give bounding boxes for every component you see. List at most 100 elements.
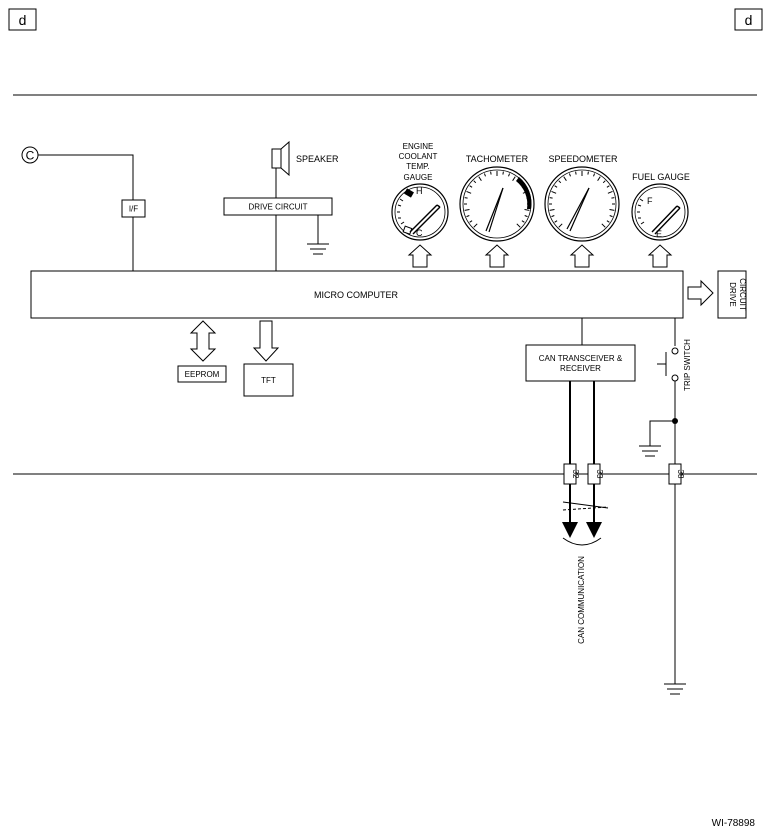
dial-tick bbox=[609, 209, 615, 211]
dial-tick bbox=[464, 197, 468, 199]
dial-tick bbox=[508, 173, 511, 177]
speedometer-label: SPEEDOMETER bbox=[548, 154, 618, 164]
svg-text:d: d bbox=[745, 12, 753, 28]
dial-tick bbox=[483, 173, 486, 177]
dial-tick bbox=[516, 223, 521, 228]
dial-tick bbox=[512, 176, 516, 181]
corner-tag-left: d bbox=[8, 8, 37, 31]
trip-switch-icon bbox=[657, 347, 679, 382]
dial-tick bbox=[563, 176, 567, 181]
svg-text:C: C bbox=[26, 149, 35, 163]
svg-text:DRIVE: DRIVE bbox=[728, 282, 737, 306]
connector-marker: C bbox=[21, 146, 39, 164]
engine-coolant-label: ENGINE COOLANT TEMP. GAUGE bbox=[399, 142, 438, 182]
dial-tick bbox=[554, 185, 558, 188]
svg-text:38: 38 bbox=[676, 470, 685, 479]
dial-tick bbox=[524, 209, 530, 211]
temp-high-mark: H bbox=[416, 186, 423, 196]
dial-tick bbox=[593, 173, 596, 177]
connector-wire bbox=[38, 154, 134, 201]
dial-tick bbox=[551, 190, 557, 194]
dial-tick bbox=[568, 173, 571, 177]
eeprom-block: EEPROM bbox=[177, 365, 227, 383]
dial-tick bbox=[464, 209, 470, 211]
speaker-label: SPEAKER bbox=[296, 154, 339, 164]
dial-tick bbox=[502, 171, 504, 175]
terminal-33: 33 bbox=[587, 463, 604, 485]
figure-id: WI-78898 bbox=[712, 818, 756, 829]
fuel-empty-mark: E bbox=[656, 229, 662, 239]
svg-text:CAN TRANSCEIVER &: CAN TRANSCEIVER & bbox=[539, 354, 623, 363]
dial-tick bbox=[466, 215, 470, 218]
dial-tick bbox=[611, 197, 615, 199]
dial-tick bbox=[575, 171, 577, 175]
drive-circuit-arrow bbox=[687, 279, 714, 307]
can-transceiver-block: CAN TRANSCEIVER & RECEIVER bbox=[525, 344, 636, 382]
dial-tick bbox=[469, 220, 473, 223]
dial-tick bbox=[554, 220, 558, 223]
corner-tag-right: d bbox=[734, 8, 763, 31]
dial-tick bbox=[606, 220, 610, 223]
engine-coolant-gauge: H C bbox=[391, 183, 449, 241]
dial-tick bbox=[521, 220, 525, 223]
if-block: I/F bbox=[121, 199, 146, 218]
eeprom-arrow bbox=[189, 320, 217, 362]
dial-tick bbox=[551, 215, 555, 218]
fuel-gauge: F E bbox=[631, 183, 689, 241]
drive-circuit-ground-icon bbox=[307, 215, 329, 255]
svg-text:TFT: TFT bbox=[261, 376, 276, 385]
dial-tick bbox=[490, 171, 492, 175]
fuel-full-mark: F bbox=[647, 196, 653, 206]
svg-text:MICRO COMPUTER: MICRO COMPUTER bbox=[314, 290, 398, 300]
trip-switch-label: TRIP SWITCH bbox=[683, 339, 692, 391]
main-ground-icon bbox=[664, 683, 686, 695]
svg-text:ENGINE: ENGINE bbox=[403, 142, 434, 151]
dial-tick bbox=[473, 223, 478, 228]
fuel-gauge-label: FUEL GAUGE bbox=[632, 172, 690, 182]
svg-text:I/F: I/F bbox=[129, 205, 138, 214]
drive-circuit-side: DRIVE CIRCUIT bbox=[717, 270, 747, 319]
micro-computer-block: MICRO COMPUTER bbox=[30, 270, 684, 319]
fuel-gauge-arrow bbox=[647, 244, 673, 268]
svg-text:GAUGE: GAUGE bbox=[404, 173, 433, 182]
drive-circuit-top: DRIVE CIRCUIT bbox=[223, 197, 333, 216]
terminal-38: 38 bbox=[668, 463, 685, 485]
trip-switch-ground-icon bbox=[639, 420, 675, 457]
dial-tick bbox=[558, 180, 562, 184]
speedometer-gauge bbox=[544, 166, 620, 242]
dial-tick bbox=[466, 190, 472, 194]
can-communication-label: CAN COMMUNICATION bbox=[577, 556, 586, 644]
svg-text:RECEIVER: RECEIVER bbox=[560, 364, 601, 373]
dial-tick bbox=[524, 215, 528, 218]
terminal-32: 32 bbox=[563, 463, 580, 485]
dial-tick bbox=[587, 171, 589, 175]
dial-tick bbox=[601, 223, 606, 228]
svg-text:TEMP.: TEMP. bbox=[406, 162, 429, 171]
dial-tick bbox=[473, 180, 477, 184]
dial-tick bbox=[597, 176, 601, 181]
temp-gauge-arrow bbox=[407, 244, 433, 268]
svg-text:32: 32 bbox=[571, 470, 580, 479]
tachometer-arrow bbox=[484, 244, 510, 268]
svg-text:DRIVE CIRCUIT: DRIVE CIRCUIT bbox=[248, 203, 307, 212]
twisted-pair-mark bbox=[562, 501, 609, 546]
dial-tick bbox=[549, 209, 555, 211]
tachometer-gauge bbox=[459, 166, 535, 242]
dial-tick bbox=[607, 190, 613, 194]
svg-text:d: d bbox=[19, 12, 27, 28]
svg-text:EEPROM: EEPROM bbox=[185, 370, 220, 379]
svg-text:CIRCUIT: CIRCUIT bbox=[738, 278, 747, 311]
svg-text:33: 33 bbox=[595, 470, 604, 479]
svg-text:COOLANT: COOLANT bbox=[399, 152, 438, 161]
dial-tick bbox=[478, 176, 482, 181]
dial-tick bbox=[606, 185, 610, 188]
dial-tick bbox=[609, 215, 613, 218]
dial-tick bbox=[558, 223, 563, 228]
dial-tick bbox=[549, 197, 553, 199]
tachometer-label: TACHOMETER bbox=[466, 154, 529, 164]
speedometer-arrow bbox=[569, 244, 595, 268]
tft-block: TFT bbox=[243, 363, 294, 397]
temp-cold-mark: C bbox=[416, 228, 423, 238]
tft-arrow bbox=[252, 320, 280, 362]
